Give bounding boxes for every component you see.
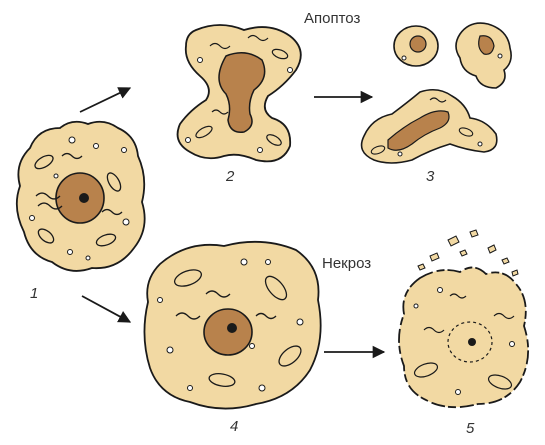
cell-4-swollen xyxy=(144,242,320,409)
arrow-1-to-4 xyxy=(82,296,130,322)
apoptotic-body-1-nucleus xyxy=(410,36,426,52)
stage-number-2: 2 xyxy=(226,168,234,185)
cell-2-apoptotic xyxy=(178,25,301,161)
apoptotic-body-2 xyxy=(456,23,511,88)
label-necrosis: Некроз xyxy=(322,255,371,272)
cell-5-nucleolus xyxy=(468,338,476,346)
stage-number-1: 1 xyxy=(30,285,38,302)
cell-5-disintegrating xyxy=(399,230,528,407)
cell-4-nucleolus xyxy=(227,323,237,333)
cell-4-nucleus xyxy=(204,309,252,355)
stage-number-5: 5 xyxy=(466,420,474,437)
cell-1-normal xyxy=(17,122,145,271)
stage-number-3: 3 xyxy=(426,168,434,185)
arrow-1-to-2 xyxy=(80,88,130,112)
label-apoptosis: Апоптоз xyxy=(304,10,360,27)
cell-1-nucleolus xyxy=(79,193,89,203)
cell-5-membrane xyxy=(399,267,528,407)
stage-number-4: 4 xyxy=(230,418,238,435)
cell-3-apoptotic-bodies xyxy=(362,23,512,163)
